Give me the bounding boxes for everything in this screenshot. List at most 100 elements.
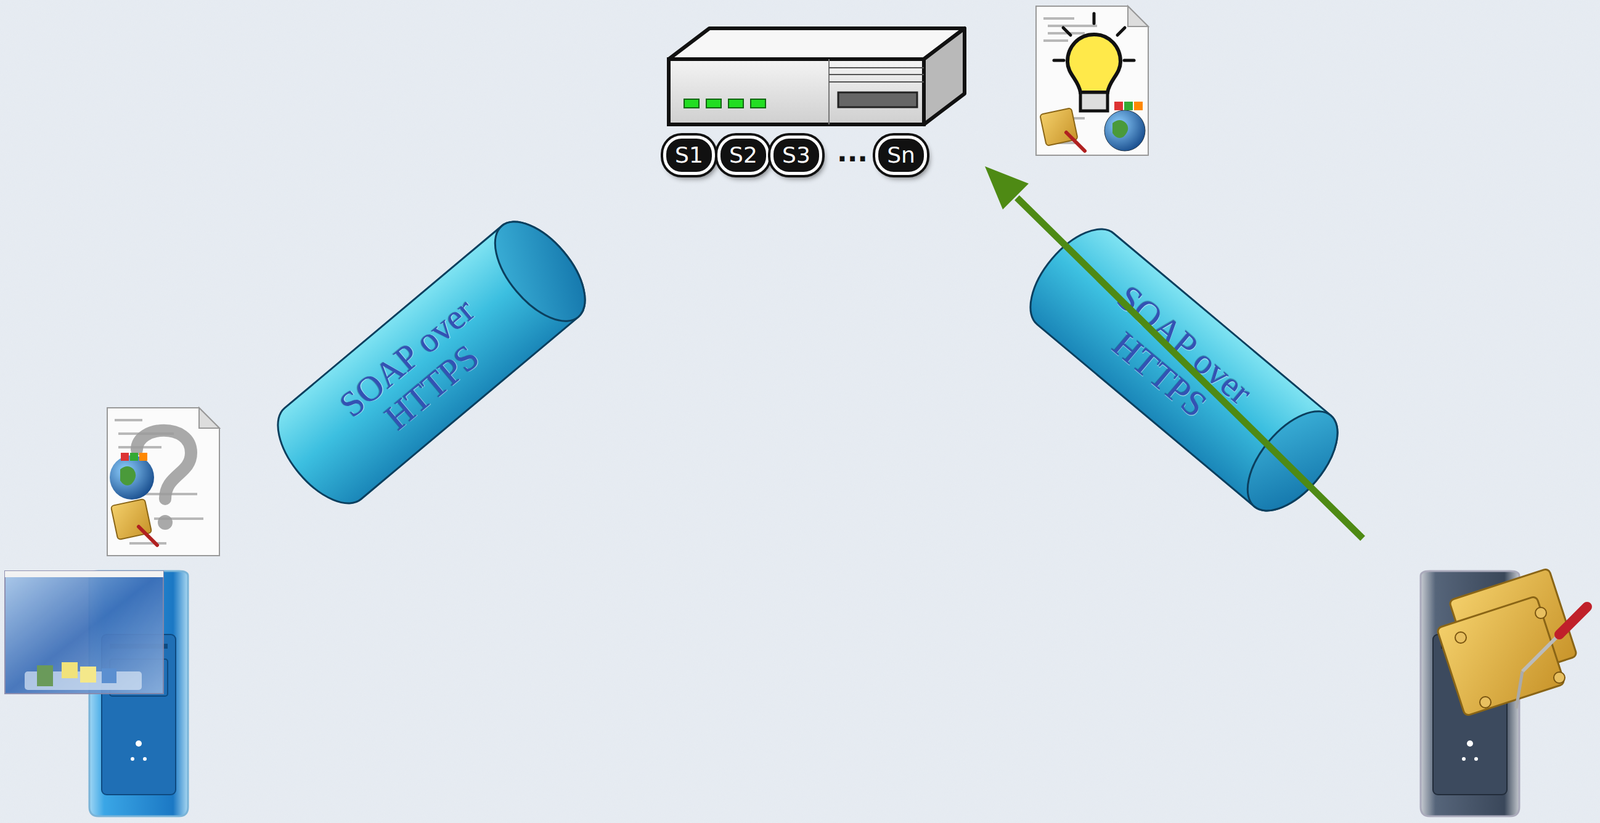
tower-panel <box>1432 634 1507 796</box>
color-square <box>1124 101 1133 111</box>
color-square <box>130 453 139 462</box>
question-mark <box>136 430 192 500</box>
port <box>1474 757 1478 762</box>
ellipsis-label: ... <box>836 136 868 168</box>
question-dot <box>157 515 173 531</box>
tower-case <box>1420 571 1520 817</box>
ray <box>1063 27 1071 36</box>
server-side <box>923 28 965 125</box>
code-line <box>1047 24 1098 28</box>
transport-pipe: SOAP over HTTPS <box>1013 212 1355 527</box>
cylinder-cap <box>1230 395 1355 527</box>
drive-bay <box>109 659 168 697</box>
screwdriver <box>138 526 158 546</box>
dock-icon <box>61 662 78 679</box>
service-name: Sn <box>886 144 916 167</box>
toolbox-plate <box>110 499 152 540</box>
color-square <box>1114 101 1123 111</box>
ray <box>1053 59 1064 63</box>
drive-bay <box>109 644 168 649</box>
color-square <box>1134 101 1143 111</box>
led <box>706 99 722 108</box>
screw <box>1535 607 1547 619</box>
led <box>684 99 699 108</box>
globe-icon <box>1104 110 1146 152</box>
cylinder-cap <box>478 205 603 337</box>
code-line <box>154 517 204 521</box>
desktop-screen <box>4 571 164 694</box>
screwdriver <box>1066 132 1085 152</box>
tower-case <box>89 571 188 817</box>
screw <box>1553 672 1565 684</box>
dock-icon <box>101 668 117 684</box>
lightbulb <box>1067 34 1121 93</box>
code-lines <box>114 419 204 545</box>
service-badge: Sn <box>875 135 927 176</box>
arrow-head <box>984 166 1029 210</box>
code-lines <box>1043 17 1098 145</box>
server-divider <box>828 59 830 125</box>
ray <box>1092 13 1096 24</box>
vent-line <box>828 81 924 83</box>
service-name: S3 <box>782 144 811 167</box>
port <box>1461 757 1466 762</box>
page-fold <box>1127 6 1149 27</box>
color-square <box>139 453 148 462</box>
screw <box>1479 697 1491 709</box>
code-line <box>1047 141 1079 145</box>
drive-bay <box>1440 644 1499 649</box>
light-rays <box>1053 13 1135 61</box>
vent-line <box>828 73 924 76</box>
request-arrow <box>984 166 1363 539</box>
ray <box>1124 59 1135 63</box>
screwdriver-shaft <box>1522 634 1560 672</box>
page-fold <box>199 408 220 429</box>
protocol-label: SOAP over HTTPS <box>1071 266 1273 454</box>
text-holder: SOAP over HTTPS <box>1013 212 1332 507</box>
screwdriver-tip <box>1516 671 1523 709</box>
dock-icon <box>80 666 97 683</box>
document-page <box>1036 6 1149 156</box>
toolbox-plate <box>1039 107 1078 147</box>
cylinder-body <box>1013 213 1355 527</box>
toolbox-plate <box>1448 568 1578 689</box>
globe-land <box>120 466 136 486</box>
tower-panel <box>101 634 176 796</box>
document-page <box>107 408 220 556</box>
service-name: S1 <box>674 144 704 167</box>
port <box>142 757 147 762</box>
protocol-label: SOAP over HTTPS <box>319 279 521 466</box>
toolbox-icon <box>1436 568 1588 717</box>
cylinder-body <box>260 205 602 519</box>
code-line <box>141 493 198 496</box>
server-front <box>668 59 924 125</box>
globe-land <box>1112 120 1128 139</box>
led <box>750 99 766 108</box>
vent-line <box>828 67 924 69</box>
bulb-base <box>1080 92 1108 111</box>
developer-computer <box>1420 568 1588 817</box>
service-badge: S1 <box>663 135 715 176</box>
ray <box>1117 27 1125 36</box>
code-line <box>114 419 143 422</box>
service-name: S2 <box>729 144 758 167</box>
client-computer <box>4 571 188 817</box>
code-line <box>118 432 174 436</box>
text-holder: SOAP over HTTPS <box>260 224 579 519</box>
dock-icon <box>36 665 54 687</box>
screw <box>1455 632 1467 644</box>
server-box <box>668 28 965 125</box>
transport-pipe: SOAP over HTTPS <box>260 205 603 519</box>
service-badge: S2 <box>717 135 770 176</box>
code-line <box>118 446 162 449</box>
server-top <box>668 28 965 60</box>
power-button <box>135 740 142 747</box>
answer-document <box>1036 6 1149 156</box>
question-document <box>107 408 220 556</box>
arrow-shaft <box>1016 197 1363 539</box>
drive-slot <box>838 92 918 108</box>
